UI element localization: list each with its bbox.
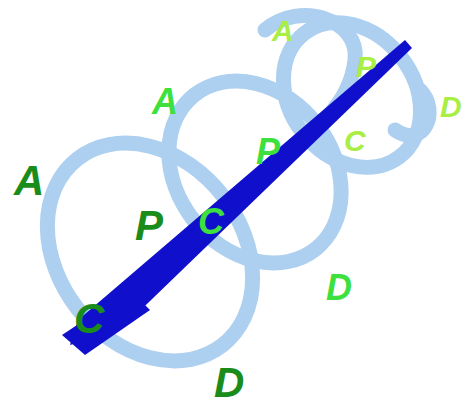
- residue-label: A: [152, 84, 178, 120]
- helix-loop: [5, 102, 295, 401]
- residue-label: C: [344, 126, 366, 156]
- residue-label: C: [74, 298, 104, 340]
- residue-label: P: [356, 52, 376, 82]
- residue-label: A: [272, 16, 294, 46]
- helix-strand: [395, 90, 429, 135]
- residue-label: D: [440, 92, 462, 122]
- residue-label: D: [326, 270, 352, 306]
- residue-label: C: [198, 204, 224, 240]
- helix-axis: [62, 290, 150, 355]
- residue-label: D: [214, 362, 244, 404]
- residue-label: P: [135, 205, 163, 247]
- residue-label: A: [14, 160, 44, 202]
- residue-label: P: [256, 134, 280, 170]
